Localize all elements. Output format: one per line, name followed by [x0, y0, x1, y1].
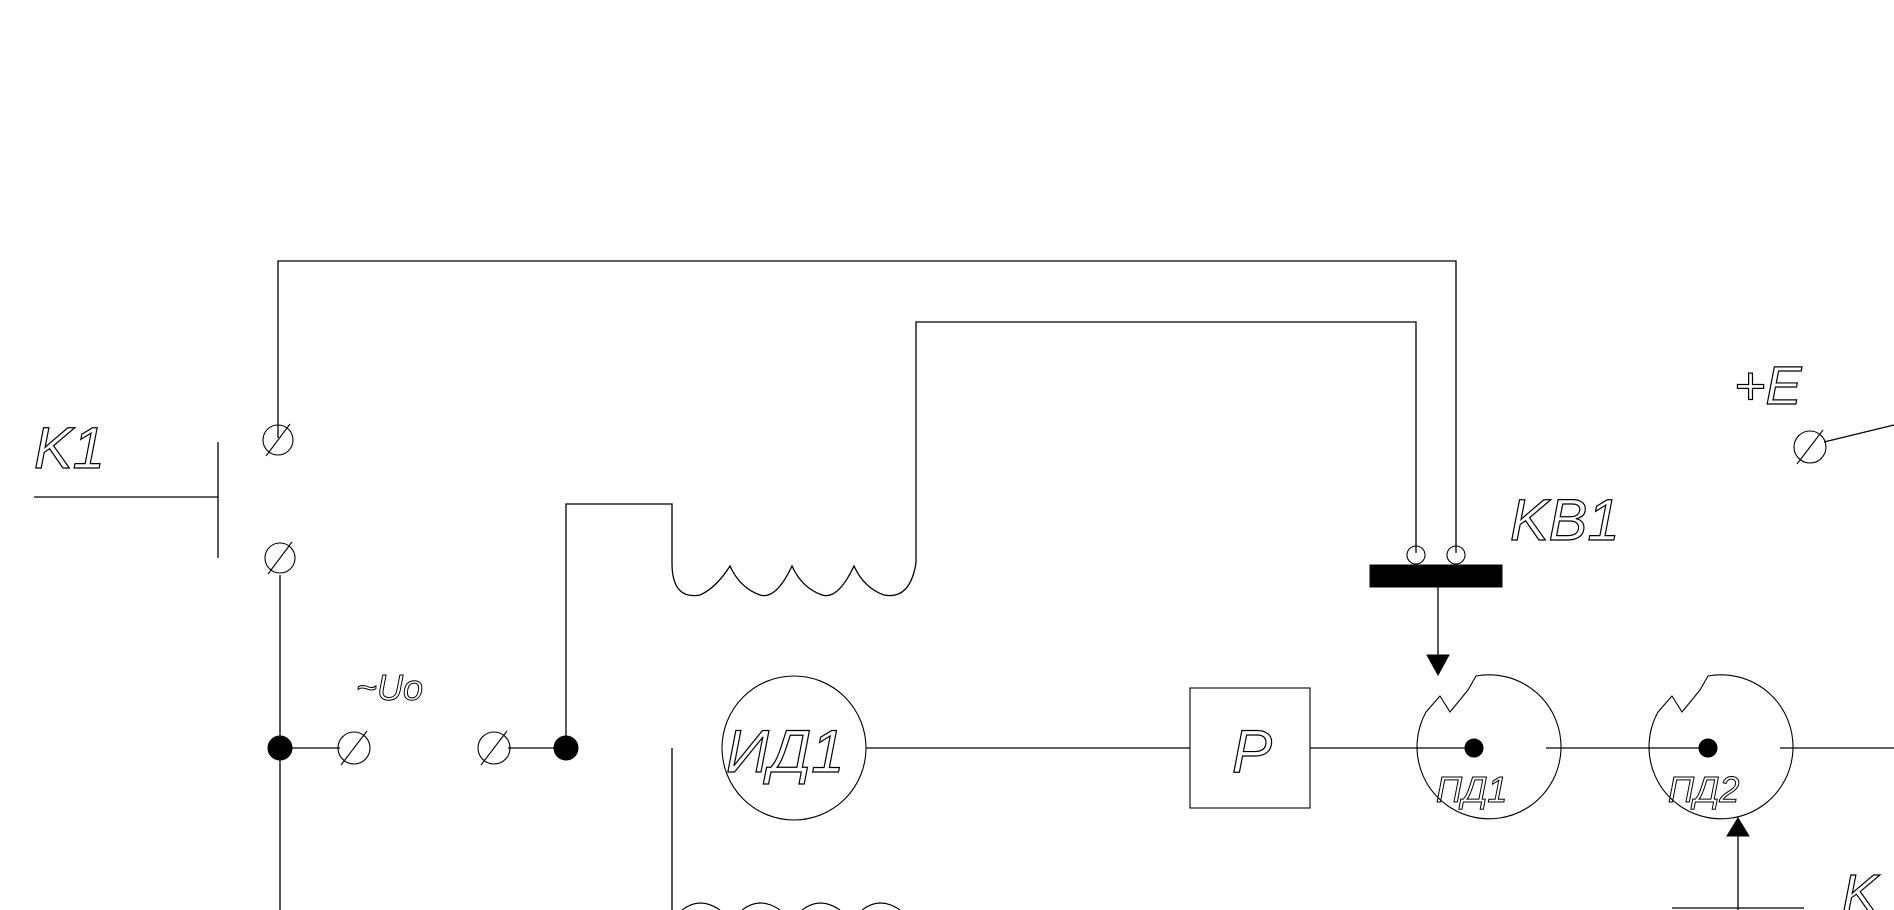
- wire-coil-left-bus: [565, 503, 673, 910]
- wire-k1-to-kv1-right: [277, 260, 1457, 553]
- kv1-bar: [1369, 564, 1503, 588]
- k1-actuator: [34, 442, 219, 558]
- label-source: ~Uo: [356, 667, 423, 708]
- label-id1: ИД1: [726, 718, 845, 785]
- label-k1: K1: [34, 416, 105, 481]
- plus-e-terminal: [1793, 429, 1827, 465]
- label-pd2: ПД2: [1668, 769, 1739, 810]
- k1-terminal-top: [262, 423, 294, 457]
- kv1-contact-left: [1406, 545, 1426, 565]
- label-pd1: ПД1: [1436, 769, 1507, 810]
- cam-pd2: [1648, 674, 1804, 910]
- wire-plus-e: [1823, 424, 1894, 443]
- label-p: P: [1232, 718, 1272, 785]
- source-terminal-right: [477, 730, 511, 766]
- wires: [277, 260, 1894, 910]
- source-terminal-left: [337, 730, 371, 766]
- wire-coil-to-kv1-left: [915, 321, 1417, 563]
- pd2-arrow: [1726, 817, 1750, 837]
- label-plus-e: +E: [1734, 356, 1803, 416]
- junction-left: [267, 735, 293, 761]
- labels: K1 KB1 ~Uo +E ИД1 P ПД1 ПД2 K: [33, 355, 1880, 910]
- id1-circle: [721, 675, 867, 821]
- k1-terminal-bottom: [264, 541, 296, 575]
- label-clipped-right: K: [1842, 864, 1880, 910]
- kv1-arrow: [1426, 654, 1450, 677]
- coil-winding: [671, 562, 917, 597]
- label-kv1: KB1: [1510, 488, 1620, 553]
- switch-k1: [34, 423, 296, 575]
- junction-right: [553, 735, 579, 761]
- lower-coil-partial: [681, 902, 901, 910]
- kv1-contact-right: [1446, 545, 1466, 565]
- p-block: [1189, 687, 1311, 809]
- cam-pd1: [1416, 674, 1562, 820]
- limit-switch-kv1: [1369, 545, 1503, 677]
